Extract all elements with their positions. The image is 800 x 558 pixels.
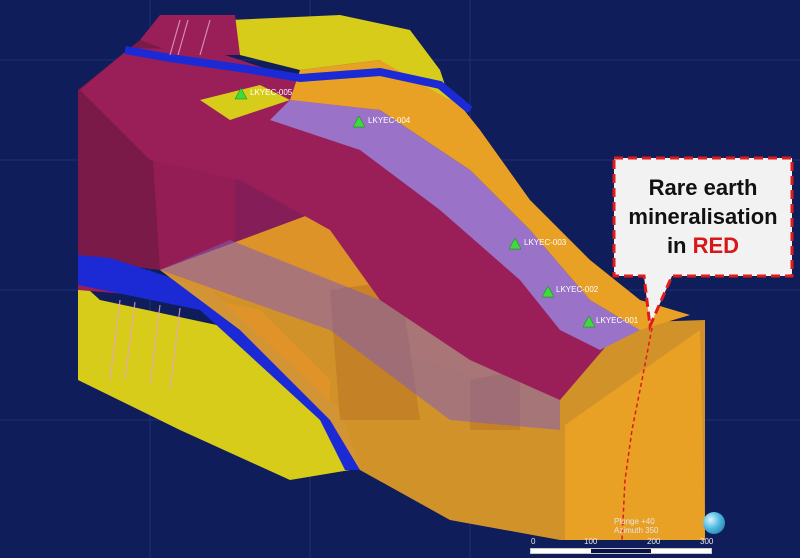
blue-top-band — [124, 46, 473, 114]
scale-tick-300: 300 — [700, 537, 714, 546]
drillhole-label: LKYEC-001 — [596, 316, 639, 325]
surface-streaks — [109, 19, 211, 391]
callout-line-3: in RED — [612, 231, 794, 260]
drillhole-marker[interactable] — [352, 115, 366, 128]
scale-bar — [530, 548, 712, 554]
crimson-upper-cap — [140, 15, 240, 55]
azimuth-readout: Azimuth 350 — [614, 526, 659, 535]
drillhole-marker[interactable] — [541, 285, 555, 298]
drillhole-label: LKYEC-002 — [556, 285, 599, 294]
scale-bar-segment — [531, 549, 591, 553]
purple-slab — [160, 240, 560, 430]
scale-bar-segment — [651, 549, 711, 553]
drillhole-marker[interactable] — [234, 87, 248, 100]
callout-box — [612, 156, 794, 332]
callout-line-1: Rare earth — [648, 175, 758, 200]
drillhole-label: LKYEC-003 — [524, 238, 567, 247]
crimson-top-ridge — [80, 48, 620, 400]
drillhole-label: LKYEC-004 — [368, 116, 411, 125]
callout-highlight-red: RED — [692, 233, 740, 258]
drillhole-marker[interactable] — [508, 237, 522, 250]
globe-navigation-icon[interactable] — [703, 512, 725, 534]
scale-tick-100: 100 — [584, 537, 598, 546]
drillhole-markers: LKYEC-005 LKYEC-004 LKYEC-003 LKYEC-002 … — [234, 87, 639, 328]
callout-line-3-prefix: in — [666, 233, 693, 258]
mineralisation-trace-line — [621, 327, 653, 541]
blue-band-lower-left — [78, 255, 360, 470]
plunge-readout: Plunge +40 — [614, 517, 655, 526]
orange-top-band — [290, 60, 690, 330]
scale-tick-0: 0 — [531, 537, 536, 546]
callout-line-2: mineralisation — [628, 204, 778, 229]
drillhole-label: LKYEC-005 — [250, 88, 293, 97]
yellow-top-cap — [230, 15, 450, 100]
yellow-outcrop — [200, 85, 290, 120]
orientation-readout: Plunge +40 Azimuth 350 — [614, 517, 658, 535]
orange-front-face — [565, 330, 705, 540]
drillhole-marker[interactable] — [582, 315, 596, 328]
callout-text: Rare earth mineralisation in RED — [612, 173, 794, 260]
yellow-slab-lower — [78, 280, 350, 480]
scale-tick-200: 200 — [647, 537, 661, 546]
